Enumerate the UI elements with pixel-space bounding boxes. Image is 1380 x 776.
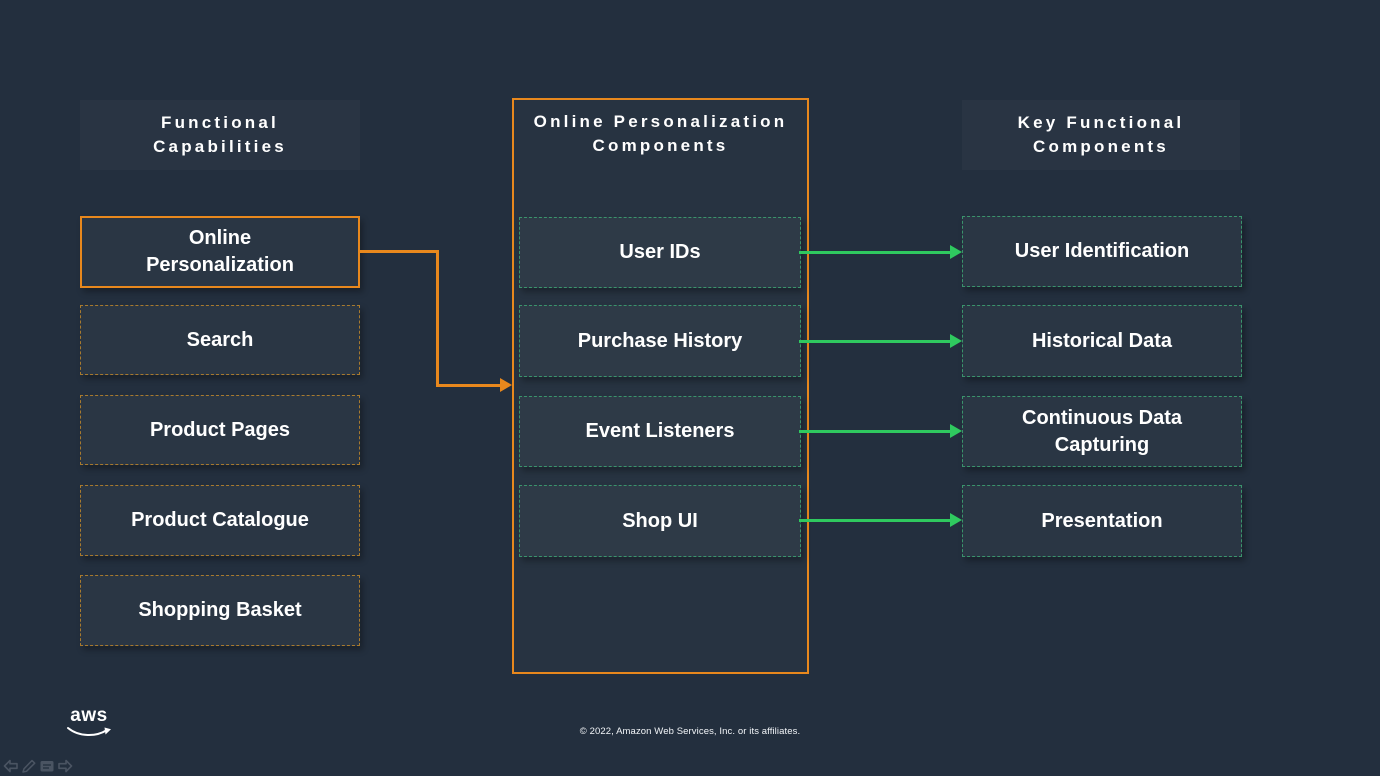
box-continuous-data-capturing: Continuous Data Capturing xyxy=(962,396,1242,467)
notes-button[interactable] xyxy=(38,757,56,775)
column-header-online-personalization-components: Online Personalization Components xyxy=(533,112,788,155)
next-slide-button[interactable] xyxy=(56,757,74,775)
orange-connector-segment-2 xyxy=(436,250,439,387)
box-product-pages: Product Pages xyxy=(80,395,360,465)
green-arrow-event-listeners-to-continuous-data-capturing xyxy=(799,430,951,433)
green-arrowhead-4-icon xyxy=(950,513,962,527)
box-user-ids: User IDs xyxy=(519,217,801,288)
aws-smile-icon xyxy=(67,727,111,736)
column-header-key-functional-components: Key Functional Components xyxy=(962,100,1240,170)
box-search: Search xyxy=(80,305,360,375)
box-product-catalogue: Product Catalogue xyxy=(80,485,360,556)
orange-connector-segment-1 xyxy=(360,250,438,253)
orange-connector-arrowhead-icon xyxy=(500,378,512,392)
green-arrow-user-ids-to-user-identification xyxy=(799,251,951,254)
container-online-personalization-components xyxy=(512,98,809,674)
box-purchase-history: Purchase History xyxy=(519,305,801,377)
green-arrowhead-2-icon xyxy=(950,334,962,348)
box-presentation: Presentation xyxy=(962,485,1242,557)
aws-logo-text: aws xyxy=(70,705,108,726)
green-arrow-purchase-history-to-historical-data xyxy=(799,340,951,343)
box-historical-data: Historical Data xyxy=(962,305,1242,377)
previous-slide-button[interactable] xyxy=(2,757,20,775)
box-user-identification: User Identification xyxy=(962,216,1242,287)
green-arrow-shop-ui-to-presentation xyxy=(799,519,951,522)
green-arrowhead-3-icon xyxy=(950,424,962,438)
column-header-functional-capabilities: Functional Capabilities xyxy=(80,100,360,170)
box-shop-ui: Shop UI xyxy=(519,485,801,557)
orange-connector-segment-3 xyxy=(436,384,502,387)
box-online-personalization: Online Personalization xyxy=(80,216,360,288)
box-event-listeners: Event Listeners xyxy=(519,396,801,467)
green-arrowhead-1-icon xyxy=(950,245,962,259)
pencil-button[interactable] xyxy=(20,757,38,775)
box-shopping-basket: Shopping Basket xyxy=(80,575,360,646)
aws-logo: aws xyxy=(64,706,114,744)
copyright-text: © 2022, Amazon Web Services, Inc. or its… xyxy=(579,726,801,737)
viewer-controls xyxy=(2,757,74,775)
